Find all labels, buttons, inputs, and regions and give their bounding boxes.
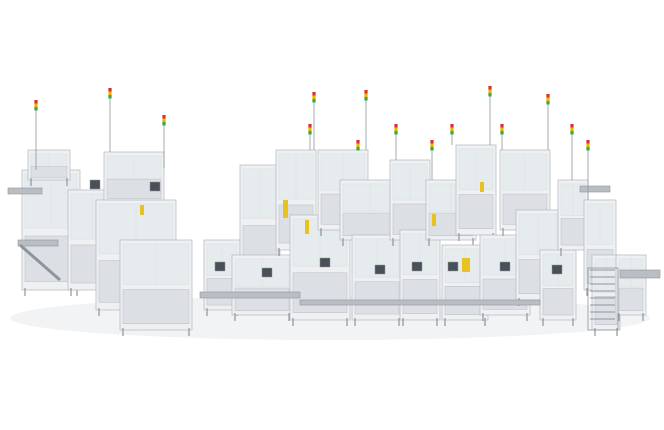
machine-base-panel (542, 288, 574, 316)
signal-light-green (488, 93, 492, 97)
signal-light-yellow (108, 91, 112, 95)
signal-light-green (162, 122, 166, 126)
control-panel-screen (551, 264, 563, 275)
signal-light-yellow (488, 89, 492, 93)
control-panel-screen (499, 261, 511, 272)
stair-frame (587, 267, 619, 331)
signal-light-green (356, 147, 360, 151)
control-panel-screen (319, 257, 331, 268)
control-panel-screen (149, 181, 161, 192)
yellow-component (480, 182, 484, 192)
signal-light-yellow (162, 118, 166, 122)
signal-light-yellow (312, 95, 316, 99)
conveyor (619, 269, 661, 279)
signal-light-green (34, 107, 38, 111)
signal-light-red (312, 92, 316, 96)
signal-light-red (108, 88, 112, 92)
machine-base-panel (292, 272, 348, 313)
signal-light-green (108, 95, 112, 99)
signal-light-yellow (500, 127, 504, 131)
machine-base-panel (122, 289, 190, 324)
control-panel-screen (89, 179, 101, 190)
signal-light-red (546, 94, 550, 98)
machine-base-panel (402, 279, 438, 314)
details-group (7, 179, 661, 331)
conveyor (17, 239, 59, 247)
signal-light-red (450, 124, 454, 128)
signal-light-green (394, 131, 398, 135)
machine-base-panel (30, 166, 68, 179)
yellow-component (432, 214, 436, 226)
signal-light-red (162, 115, 166, 119)
signal-light-red (570, 124, 574, 128)
signal-light-yellow (586, 143, 590, 147)
signal-light-red (488, 86, 492, 90)
signal-lights-group (34, 86, 590, 200)
signal-light-yellow (546, 97, 550, 101)
signal-light-green (586, 147, 590, 151)
signal-light-yellow (430, 143, 434, 147)
machine-base-panel (458, 194, 494, 229)
signal-light-yellow (34, 103, 38, 107)
machine-base-panel (594, 296, 618, 325)
signal-light-green (430, 147, 434, 151)
signal-light-yellow (394, 127, 398, 131)
control-panel-screen (374, 264, 386, 275)
machine-base-panel (618, 287, 644, 312)
signal-light-red (308, 124, 312, 128)
signal-light-red (34, 100, 38, 104)
signal-light-green (312, 99, 316, 103)
conveyor (7, 187, 43, 195)
signal-light-red (500, 124, 504, 128)
conveyor (299, 299, 541, 306)
machine-base-panel (342, 212, 398, 237)
machine-base-panel (354, 281, 400, 315)
signal-light-green (500, 131, 504, 135)
signal-light-yellow (570, 127, 574, 131)
signal-light-green (450, 131, 454, 135)
control-panel-screen (447, 261, 459, 272)
inclined-conveyor (19, 243, 61, 282)
yellow-component (140, 205, 144, 215)
control-panel-screen (214, 261, 226, 272)
machines-group (21, 144, 647, 336)
machine-base-panel (234, 287, 290, 312)
machine-base-panel (560, 218, 586, 246)
control-panel-screen (261, 267, 273, 278)
conveyor (579, 185, 611, 193)
signal-light-yellow (450, 127, 454, 131)
signal-light-red (430, 140, 434, 144)
signal-light-yellow (356, 143, 360, 147)
signal-light-red (364, 90, 368, 94)
signal-light-red (356, 140, 360, 144)
yellow-component (305, 220, 309, 234)
signal-light-red (394, 124, 398, 128)
conveyor (199, 291, 301, 299)
signal-light-green (546, 101, 550, 105)
signal-light-green (364, 97, 368, 101)
signal-light-green (308, 131, 312, 135)
signal-light-yellow (364, 93, 368, 97)
signal-light-green (570, 131, 574, 135)
signal-light-yellow (308, 127, 312, 131)
signal-light-red (586, 140, 590, 144)
control-panel-screen (411, 261, 423, 272)
yellow-component (462, 258, 470, 272)
yellow-component (283, 200, 288, 218)
machine-base-panel (106, 179, 162, 199)
